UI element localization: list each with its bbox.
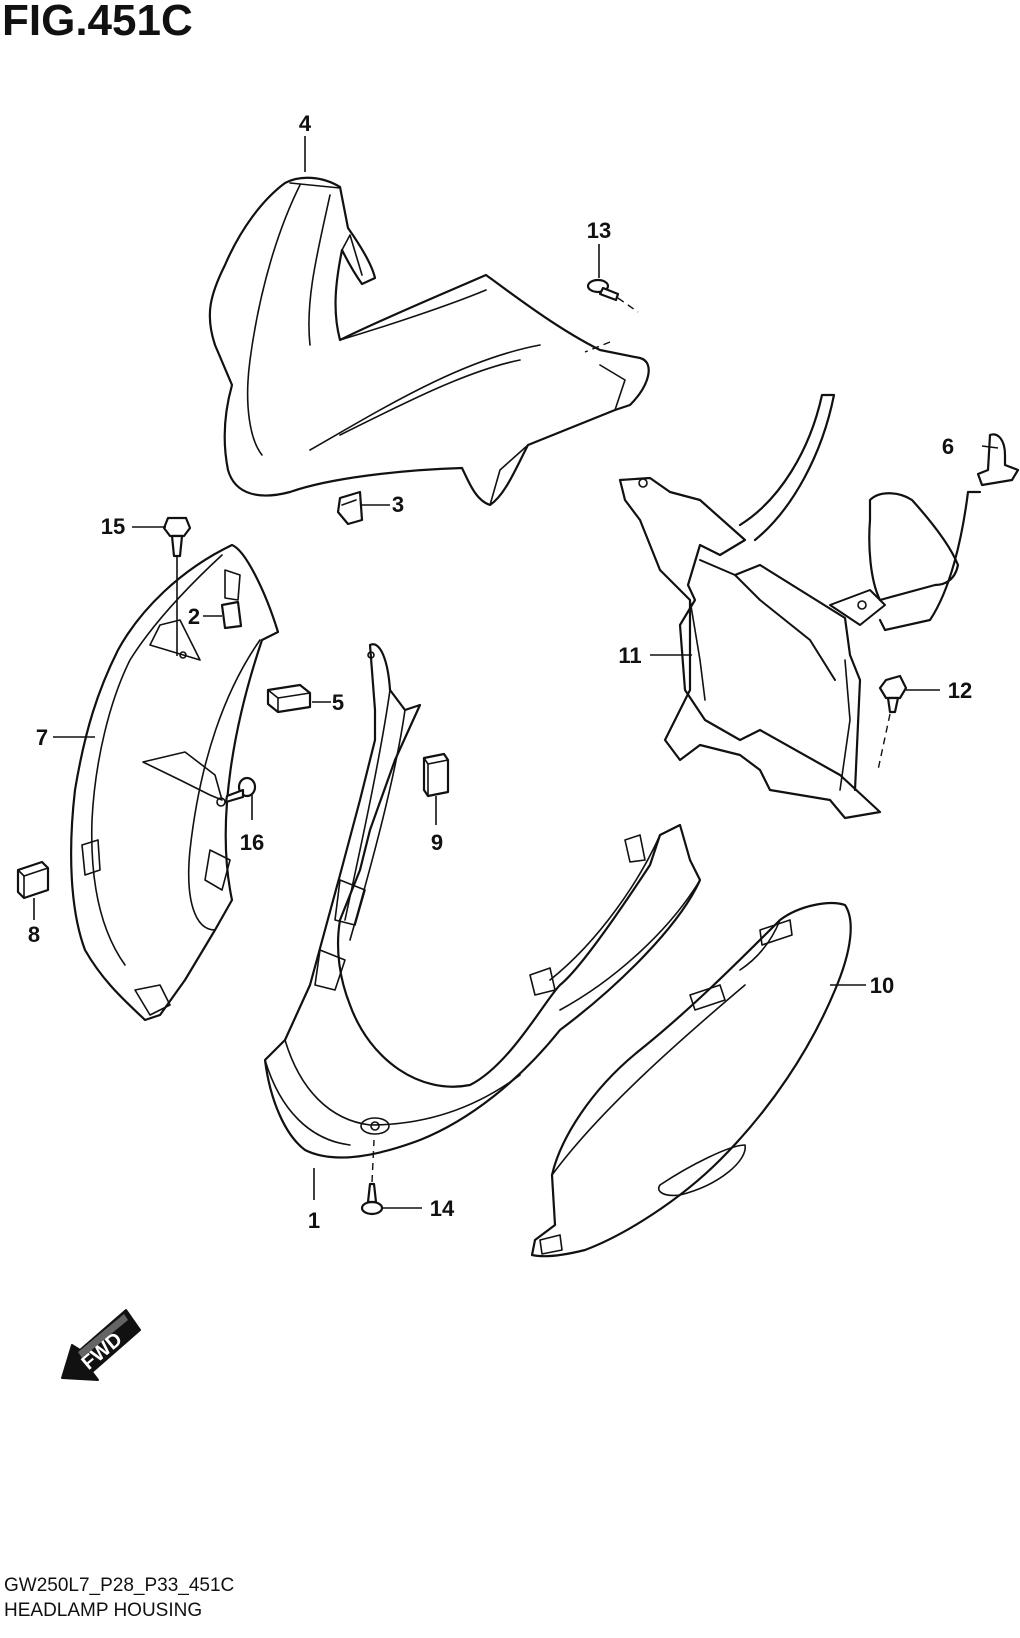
- part-7-left-inner-panel[interactable]: [70, 543, 280, 1022]
- part-10-side-panel[interactable]: [530, 902, 852, 1258]
- callout-16: 16: [240, 830, 264, 855]
- part-5-cushion[interactable]: [266, 683, 312, 714]
- callout-14: 14: [430, 1196, 455, 1221]
- callout-numbers: 4 13 3 6 15 2 5 7 16 8 9 11 12 10 1 14: [28, 111, 972, 1233]
- fwd-direction-arrow: FWD: [61, 1309, 141, 1381]
- callout-15: 15: [101, 514, 125, 539]
- callout-2: 2: [188, 604, 200, 629]
- part-9-cushion[interactable]: [422, 752, 450, 798]
- callout-10: 10: [870, 973, 894, 998]
- callout-1: 1: [308, 1208, 320, 1233]
- callout-8: 8: [28, 922, 40, 947]
- part-6-grommet[interactable]: [976, 433, 1020, 487]
- part-12-bolt[interactable]: [877, 674, 908, 771]
- part-2-nut[interactable]: [220, 600, 243, 630]
- callout-3: 3: [392, 492, 404, 517]
- callout-12: 12: [948, 678, 972, 703]
- figure-code: GW250L7_P28_P33_451C: [4, 1575, 235, 1596]
- part-8-cushion[interactable]: [16, 860, 50, 900]
- callout-13: 13: [587, 218, 611, 243]
- callout-11: 11: [618, 643, 641, 668]
- callout-4: 4: [299, 111, 312, 136]
- callout-5: 5: [332, 690, 344, 715]
- part-16-screw[interactable]: [224, 776, 257, 804]
- part-4-upper-cover[interactable]: [208, 176, 650, 507]
- part-1-lower-cowl[interactable]: [263, 643, 702, 1159]
- leader-lines: [33, 136, 999, 1209]
- callout-7: 7: [36, 725, 48, 750]
- part-3-clip[interactable]: [336, 490, 364, 526]
- part-13-screw[interactable]: [584, 278, 639, 353]
- callout-6: 6: [942, 434, 954, 459]
- figure-title: FIG.451C: [2, 0, 193, 45]
- figure-name: HEADLAMP HOUSING: [4, 1600, 203, 1621]
- part-14-screw[interactable]: [360, 1139, 384, 1216]
- part-11-frame-bracket[interactable]: [618, 393, 982, 820]
- callout-9: 9: [431, 830, 443, 855]
- part-15-bolt[interactable]: [162, 516, 192, 656]
